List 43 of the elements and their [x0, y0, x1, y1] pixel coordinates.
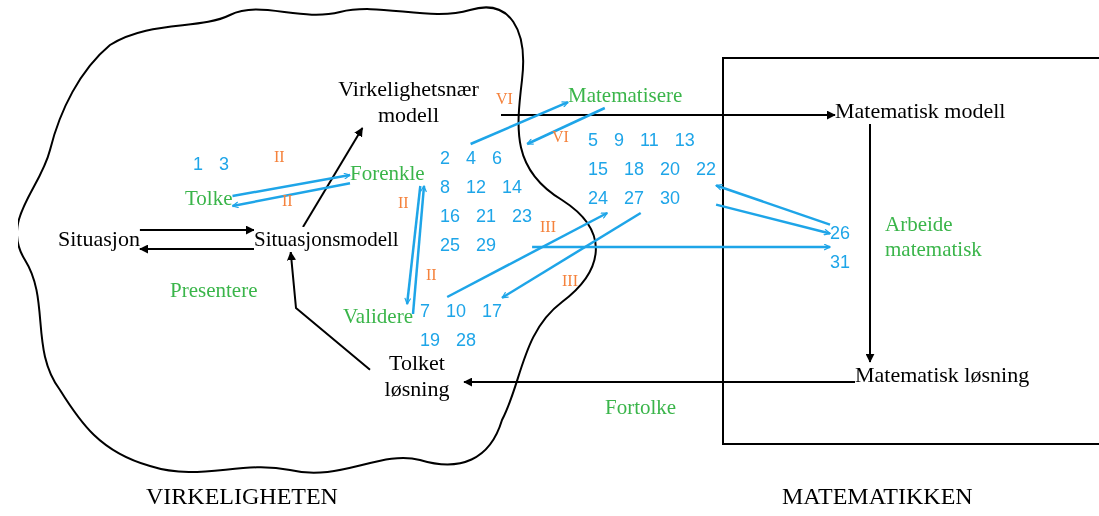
task-numbers: 1 3 [193, 150, 230, 179]
stage-label: Situasjonsmodell [254, 227, 399, 252]
arrow [470, 101, 569, 146]
stage-label: Matematisk løsning [855, 362, 1030, 388]
region-title: MATEMATIKKEN [782, 482, 973, 510]
arrow [526, 106, 606, 146]
process-label: Forenkle [350, 161, 425, 186]
arrow [532, 243, 831, 251]
arrow [865, 123, 875, 363]
edge-label: II [274, 148, 285, 166]
arrow [715, 184, 831, 226]
edge-label: III [562, 272, 578, 290]
arrow [138, 225, 255, 235]
edge-label: III [540, 218, 556, 236]
edge-label: II [426, 266, 437, 284]
process-label: Matematisere [568, 83, 683, 108]
arrow [138, 244, 255, 254]
edge-label: Presentere [170, 278, 258, 303]
process-label: Validere [343, 304, 413, 329]
edge-label: VI [552, 128, 569, 146]
edge-label: VI [496, 90, 513, 108]
process-label: Tolke [185, 186, 233, 211]
edge-label: Arbeide matematisk [885, 212, 983, 262]
arrow [231, 182, 351, 209]
arrow [500, 110, 836, 120]
arrow [501, 211, 642, 299]
region-title: VIRKELIGHETEN [146, 482, 338, 510]
arrow [446, 211, 608, 299]
arrow [232, 172, 351, 198]
task-numbers: 26 31 [830, 219, 851, 277]
arrow [287, 251, 371, 371]
edge-label: II [282, 192, 293, 210]
edge-label: II [398, 194, 409, 212]
stage-label: Matematisk modell [835, 98, 1006, 124]
task-numbers: 2 4 6 8 12 14 16 21 23 25 29 [440, 144, 533, 260]
task-numbers: 5 9 11 13 15 18 20 22 24 27 30 [588, 126, 717, 213]
stage-label: Situasjon [58, 226, 140, 252]
arrow [411, 185, 427, 315]
arrow [715, 203, 831, 236]
arrow [463, 377, 856, 387]
arrow [404, 185, 422, 305]
edge-label: Fortolke [605, 395, 677, 420]
arrow [302, 127, 364, 228]
